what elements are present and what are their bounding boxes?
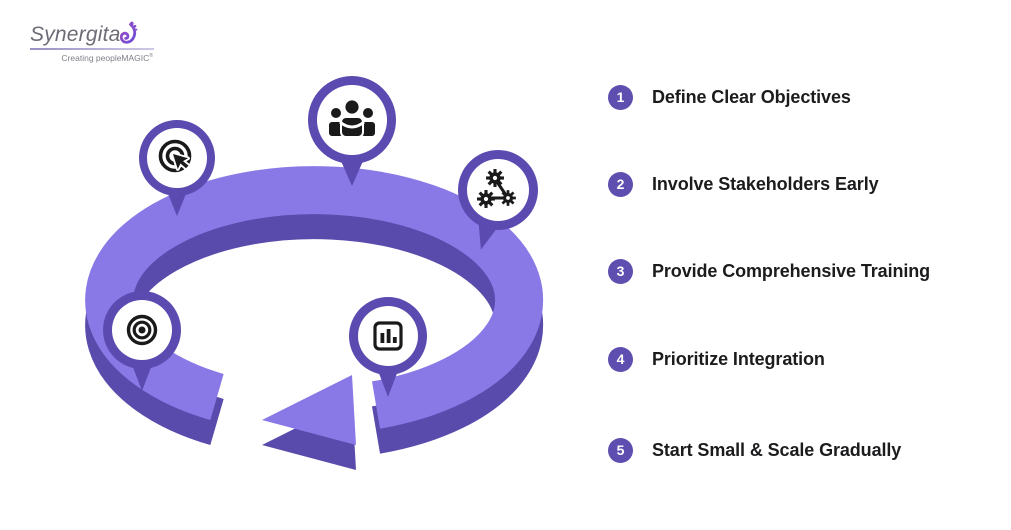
- step-number-badge: 1: [608, 85, 633, 110]
- step-number-badge: 5: [608, 438, 633, 463]
- step-item-4: 4 Prioritize Integration: [608, 347, 825, 372]
- step-item-3: 3 Provide Comprehensive Training: [608, 259, 930, 284]
- step-label: Prioritize Integration: [652, 349, 825, 369]
- step-number-badge: 3: [608, 259, 633, 284]
- step-item-1: 1 Define Clear Objectives: [608, 85, 851, 110]
- pin-bullseye: [103, 291, 181, 391]
- bar-chart-icon: [373, 321, 403, 351]
- pin-team: [308, 76, 396, 186]
- click-target-icon: [158, 139, 192, 173]
- step-number-badge: 4: [608, 347, 633, 372]
- logo-tagline: Creating peopleMAGIC®: [61, 52, 153, 63]
- step-item-5: 5 Start Small & Scale Gradually: [608, 438, 901, 463]
- step-item-2: 2 Involve Stakeholders Early: [608, 172, 879, 197]
- team-icon: [327, 98, 377, 138]
- step-label: Involve Stakeholders Early: [652, 174, 879, 194]
- trademark-symbol: ®: [149, 52, 153, 59]
- step-number-badge: 2: [608, 172, 633, 197]
- bullseye-icon: [126, 314, 158, 346]
- brand-swirl-icon: [119, 21, 137, 44]
- step-label: Start Small & Scale Gradually: [652, 440, 902, 460]
- brand-wordmark: Synergita: [30, 23, 121, 46]
- step-label: Provide Comprehensive Training: [652, 261, 931, 281]
- arrowhead: [262, 375, 356, 445]
- pin-bar-chart: [349, 297, 427, 397]
- pin-gears: [458, 150, 538, 250]
- step-label: Define Clear Objectives: [652, 87, 851, 107]
- logo-divider: [30, 48, 154, 50]
- connected-gears-icon: [477, 169, 516, 208]
- process-cycle-diagram: [85, 76, 544, 470]
- logo: Synergita Creating peopleMAGIC®: [30, 21, 154, 63]
- pin-click-target: [139, 120, 215, 216]
